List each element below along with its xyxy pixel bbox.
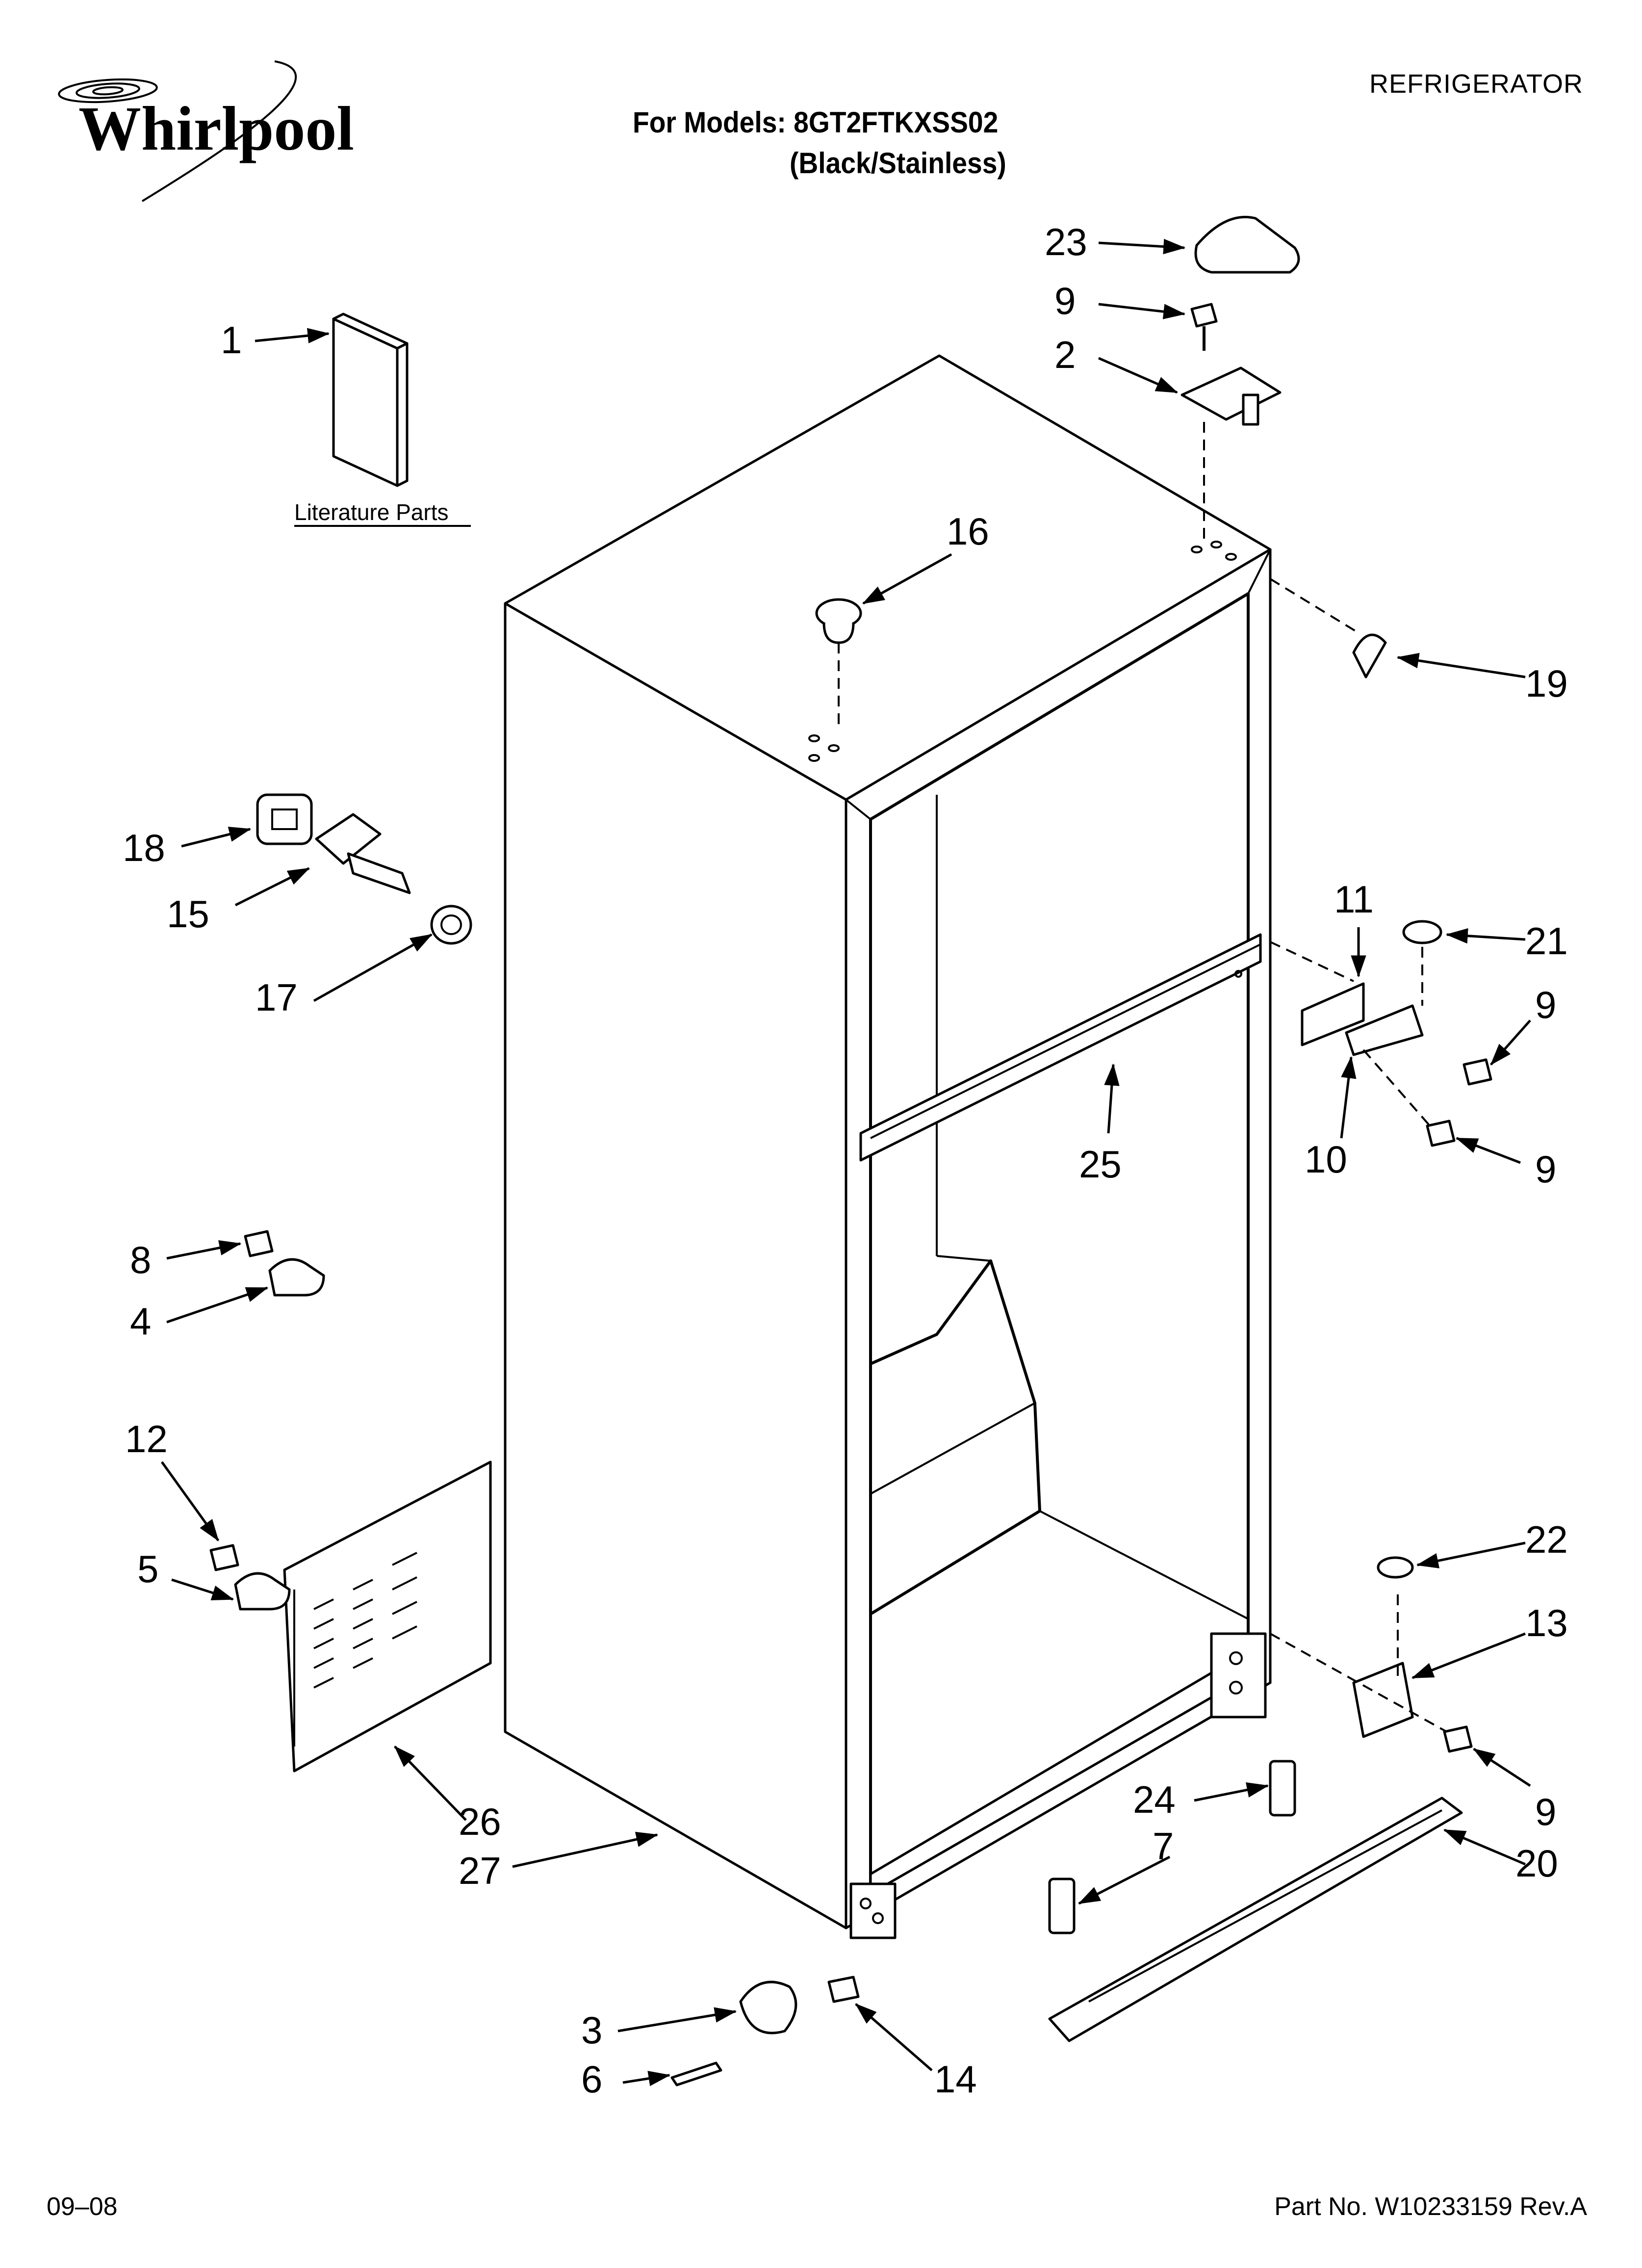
- arrow-icon: [166, 1240, 242, 1260]
- callout-21: 21: [1525, 919, 1568, 963]
- arrow-icon: [1396, 652, 1526, 678]
- appliance-category: REFRIGERATOR: [1369, 69, 1583, 99]
- arrow-icon: [1104, 1063, 1120, 1134]
- arrow-icon: [855, 2003, 933, 2071]
- callout-4: 4: [130, 1300, 151, 1343]
- callout-14: 14: [934, 2058, 977, 2101]
- callout-10: 10: [1305, 1138, 1347, 1181]
- callout-2: 2: [1054, 333, 1076, 376]
- callout-1: 1: [221, 318, 242, 362]
- callout-9-center-lower: 9: [1535, 1147, 1556, 1191]
- callout-24: 23: [1045, 220, 1087, 263]
- arrow-icon: [1445, 928, 1526, 944]
- literature-booklet: Literature Parts: [294, 313, 471, 527]
- callout-16: 16: [947, 510, 989, 553]
- part-shapes: [209, 215, 1492, 2086]
- callout-labels: 23 9 2 1 16 19 18 15 17 11 21 9 9 10 25 …: [123, 220, 1568, 2101]
- assembly-lines: [838, 422, 1447, 1733]
- callout-22: 22: [1525, 1518, 1568, 1561]
- arrow-icon: [862, 553, 952, 605]
- arrow-icon: [171, 1578, 234, 1601]
- callout-20: 20: [1515, 1842, 1558, 1885]
- finish-variant: (Black/Stainless): [790, 147, 1006, 180]
- arrow-icon: [1078, 1855, 1171, 1905]
- arrow-icon: [1098, 357, 1179, 394]
- callout-3: 3: [581, 2008, 602, 2052]
- part-number: Part No. W10233159 Rev.A: [1274, 2192, 1587, 2221]
- whirlpool-logo: Whirlpool: [58, 60, 354, 202]
- callout-19: 19: [1525, 662, 1568, 705]
- callout-9-center-upper: 9: [1535, 983, 1556, 1026]
- callout-5: 5: [137, 1547, 158, 1590]
- refrigerator-cabinet: [504, 354, 1272, 1939]
- arrow-icon: [1443, 1828, 1526, 1866]
- arrow-icon: [1411, 1632, 1526, 1679]
- arrow-icon: [181, 827, 252, 848]
- callout-27: 27: [459, 1849, 501, 1892]
- callout-9-bottom: 9: [1535, 1790, 1556, 1833]
- arrow-icon: [160, 1461, 220, 1541]
- arrow-icon: [1098, 238, 1186, 255]
- arrow-icon: [1490, 1019, 1531, 1066]
- arrow-icon: [512, 1831, 659, 1868]
- arrow-icon: [394, 1746, 467, 1821]
- arrow-icon: [1455, 1137, 1521, 1164]
- models-heading: For Models: 8GT2FTKXSS02: [633, 106, 999, 139]
- arrow-icon: [1473, 1747, 1531, 1787]
- callout-7: 7: [1153, 1825, 1174, 1868]
- arrow-icon: [234, 867, 310, 907]
- literature-parts-label: Literature Parts: [294, 499, 448, 525]
- whirlpool-swirl-logo-icon: [58, 60, 297, 202]
- arrow-icon: [622, 2071, 671, 2086]
- callout-8: 8: [130, 1238, 151, 1281]
- brand-name: Whirlpool: [78, 94, 354, 163]
- callout-leaders: [160, 238, 1531, 2086]
- arrow-icon: [1194, 1782, 1269, 1802]
- callout-18: 18: [123, 826, 165, 869]
- arrow-icon: [255, 328, 330, 343]
- callout-9-top: 9: [1054, 279, 1076, 322]
- revision-date: 09–08: [47, 2192, 118, 2221]
- callout-13: 13: [1525, 1601, 1568, 1644]
- callout-26: 26: [459, 1800, 501, 1843]
- arrow-icon: [1098, 303, 1186, 319]
- callout-6: 6: [581, 2058, 602, 2101]
- arrow-icon: [313, 933, 433, 1002]
- rear-access-panel: [283, 1460, 492, 1773]
- arrow-icon: [1416, 1541, 1526, 1568]
- callout-12: 12: [125, 1417, 168, 1460]
- arrow-icon: [1340, 1056, 1357, 1139]
- callout-25: 25: [1079, 1143, 1122, 1186]
- callout-11: 11: [1334, 878, 1374, 921]
- callout-23: 24: [1133, 1778, 1176, 1821]
- arrow-icon: [617, 2007, 737, 2033]
- arrow-icon: [166, 1286, 269, 1324]
- callout-15: 15: [167, 892, 209, 936]
- callout-17: 17: [255, 976, 298, 1019]
